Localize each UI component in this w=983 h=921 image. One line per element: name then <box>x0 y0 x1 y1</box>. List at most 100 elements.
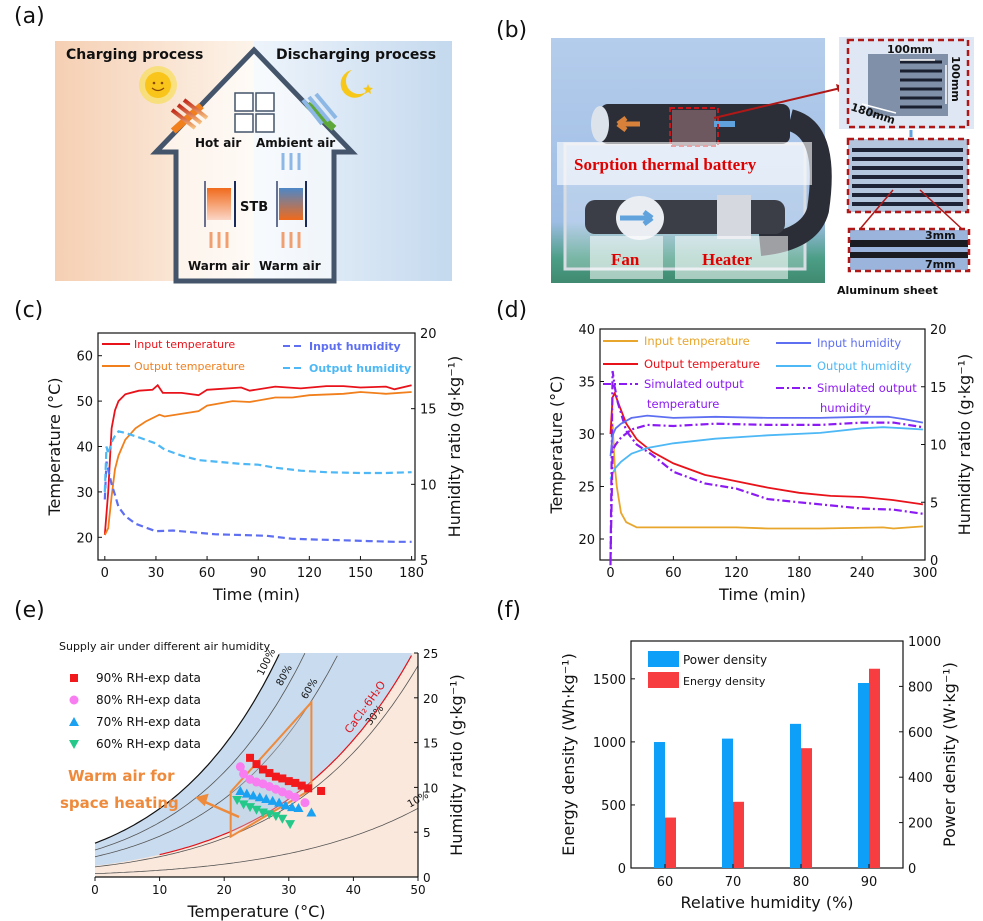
y-tick-label: 20 <box>578 533 595 548</box>
data-point-70 <box>254 792 265 802</box>
legend-label-input-humidity: Input humidity <box>309 340 401 353</box>
legend-label-input-temperature: Input temperature <box>134 338 235 351</box>
y-tick-label: 40 <box>578 323 595 338</box>
x-tick-label: 90 <box>861 875 878 890</box>
legend-label-simulated-output-temperature: Simulated output <box>644 377 744 391</box>
legend-label-input-humidity: Input humidity <box>817 336 901 350</box>
y2-tick-label: 25 <box>423 647 438 661</box>
y-axis-label: Energy density (Wh·kg⁻¹) <box>559 653 578 856</box>
series-line-simulated-output-temperature <box>609 370 924 566</box>
data-point-90 <box>304 784 313 793</box>
legend-swatch <box>648 672 679 688</box>
annotation-line-1: Warm air for <box>68 767 175 785</box>
rh-curve-10pct <box>94 807 419 874</box>
data-point-90 <box>271 772 280 781</box>
x-tick-label: 150 <box>348 566 373 581</box>
y2-tick-label: 800 <box>908 680 933 695</box>
legend-label-cont-simulated-output-temperature: temperature <box>647 397 719 411</box>
y2-tick-label: 600 <box>908 726 933 741</box>
legend-label: 60% RH-exp data <box>96 737 201 751</box>
x-tick-label: 70 <box>725 875 742 890</box>
x-tick-label: 10 <box>152 883 167 897</box>
y-tick-label: 20 <box>76 531 93 546</box>
legend-label-output-humidity: Output humidity <box>309 362 411 375</box>
data-point-90 <box>317 786 326 795</box>
y2-tick-label: 10 <box>423 781 438 795</box>
x-axis-label: Relative humidity (%) <box>680 893 853 912</box>
legend-label-output-humidity: Output humidity <box>817 359 912 373</box>
y2-tick-label: 20 <box>930 323 947 338</box>
annotation-line-2: space heating <box>60 794 179 812</box>
heating-arrowhead-icon <box>195 793 209 807</box>
legend-label-cont-simulated-output-humidity: humidity <box>820 401 871 415</box>
x-axis-label: Temperature (°C) <box>186 902 325 921</box>
y-tick-label: 50 <box>76 395 93 410</box>
data-point-70 <box>274 797 285 807</box>
data-point-70 <box>248 790 259 800</box>
data-point-60 <box>238 800 249 810</box>
rh-curve-60pct <box>94 655 338 858</box>
y-tick-label: 1000 <box>593 736 626 751</box>
data-point-60 <box>245 803 256 813</box>
y2-tick-label: 0 <box>908 862 916 877</box>
y-tick-label: 25 <box>578 481 595 496</box>
data-point-80 <box>300 798 310 808</box>
panel-label-c: (c) <box>14 298 44 323</box>
panel-label-b: (b) <box>496 18 528 43</box>
x-tick-label: 180 <box>399 566 424 581</box>
bar-energy-density <box>801 748 812 868</box>
x-tick-label: 30 <box>281 883 296 897</box>
series-line-output-humidity <box>609 426 923 480</box>
y2-axis-label: Humidity ratio (g·kg⁻¹) <box>445 356 464 538</box>
y2-tick-label: 0 <box>930 554 938 569</box>
legend-marker <box>69 740 79 749</box>
x-tick-label: 20 <box>217 883 232 897</box>
data-point-70 <box>261 794 272 804</box>
data-point-90 <box>252 760 261 769</box>
legend-swatch <box>648 651 679 667</box>
data-point-70 <box>235 785 246 795</box>
x-tick-label: 240 <box>850 566 875 581</box>
panel-label-e: (e) <box>14 598 45 623</box>
y2-tick-label: 200 <box>908 817 933 832</box>
series-line-output-temperature <box>609 390 924 506</box>
y-tick-label: 35 <box>578 376 595 391</box>
x-tick-label: 60 <box>199 566 216 581</box>
y-tick-label: 500 <box>601 799 626 814</box>
data-point-80 <box>290 792 300 802</box>
y-tick-label: 40 <box>76 441 93 456</box>
data-point-60 <box>277 814 288 824</box>
y2-tick-label: 15 <box>930 381 947 396</box>
x-tick-label: 60 <box>665 566 682 581</box>
legend-label-output-temperature: Output temperature <box>134 360 245 373</box>
x-tick-label: 300 <box>913 566 938 581</box>
y2-tick-label: 10 <box>420 478 437 493</box>
heating-arrow <box>199 798 240 819</box>
data-point-70 <box>241 788 252 798</box>
legend-label-output-temperature: Output temperature <box>644 357 760 371</box>
data-point-90 <box>246 753 255 762</box>
series-line-output-humidity <box>103 430 412 492</box>
y2-tick-label: 15 <box>423 737 438 751</box>
y2-tick-label: 0 <box>423 871 431 885</box>
y2-axis-label: Humidity ratio (g·kg⁻¹) <box>955 354 974 536</box>
data-point-60 <box>270 812 281 822</box>
data-point-70 <box>293 803 304 813</box>
legend-label: 90% RH-exp data <box>96 671 201 685</box>
x-tick-label: 120 <box>297 566 322 581</box>
x-tick-label: 40 <box>346 883 361 897</box>
legend-label-simulated-output-humidity: Simulated output <box>817 381 917 395</box>
data-point-70 <box>306 807 317 817</box>
x-tick-label: 30 <box>148 566 165 581</box>
panel-label-f: (f) <box>496 598 521 623</box>
data-point-80 <box>235 762 245 772</box>
data-point-60 <box>285 820 296 830</box>
legend-label: 70% RH-exp data <box>96 715 201 729</box>
x-axis-label: Time (min) <box>718 585 806 604</box>
x-tick-label: 90 <box>250 566 267 581</box>
y2-tick-label: 400 <box>908 771 933 786</box>
bar-power-density <box>654 742 665 868</box>
data-point-90 <box>284 777 293 786</box>
series-line-simulated-output-humidity <box>609 421 924 561</box>
